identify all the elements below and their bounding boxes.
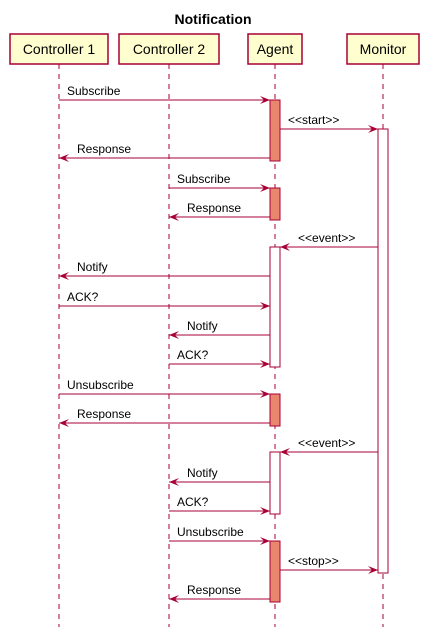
message-label: Response (77, 142, 131, 156)
arrow-head (59, 154, 69, 162)
arrow-head (368, 125, 378, 133)
message-label: Subscribe (67, 84, 121, 98)
participant-label: Agent (257, 41, 294, 57)
message-subscribe: Subscribe (59, 84, 270, 104)
participant-label: Controller 1 (23, 41, 96, 57)
message-label: <<event>> (298, 436, 355, 450)
arrow-head (169, 595, 179, 603)
participant-label: Controller 2 (133, 41, 206, 57)
message-ack: ACK? (59, 290, 270, 310)
diagram-title: Notification (175, 11, 252, 27)
participant-box (346, 33, 420, 65)
message-label: <<event>> (298, 231, 355, 245)
message-label: Subscribe (177, 172, 231, 186)
activation-bar (269, 451, 281, 515)
message-notify: Notify (59, 260, 270, 280)
activation-bar (269, 246, 281, 368)
activation-bar (269, 540, 281, 603)
message-label: <<stop>> (288, 554, 339, 568)
message-ack: ACK? (169, 495, 270, 515)
message-label: Response (187, 583, 241, 597)
message-label: <<start>> (288, 113, 339, 127)
arrow-head (260, 360, 270, 368)
arrow-head (260, 184, 270, 192)
activation-bar (269, 393, 281, 427)
participants: Controller 1 Controller 2 Agent Monitor (9, 33, 420, 65)
message-label: ACK? (177, 495, 209, 509)
arrow-head (260, 96, 270, 104)
message-label: Notify (187, 466, 218, 480)
participant-box (247, 33, 303, 65)
arrow-head (260, 537, 270, 545)
message-label: Unsubscribe (177, 525, 244, 539)
message-label: ACK? (177, 348, 209, 362)
message-label: Notify (77, 260, 108, 274)
message-stop: <<stop>> (280, 554, 378, 574)
arrow-head (368, 566, 378, 574)
message-unsubscribe: Unsubscribe (59, 378, 270, 398)
arrow-head (169, 478, 179, 486)
message-response: Response (169, 201, 270, 221)
arrow-head (59, 272, 69, 280)
message-response: Response (169, 583, 270, 603)
arrow-head (280, 243, 290, 251)
message-label: Response (77, 407, 131, 421)
message-label: Response (187, 201, 241, 215)
message-subscribe: Subscribe (169, 172, 270, 192)
arrow-head (260, 507, 270, 515)
arrow-head (59, 419, 69, 427)
message-event: <<event>> (280, 231, 378, 251)
message-response: Response (59, 407, 270, 427)
message-unsubscribe: Unsubscribe (169, 525, 270, 545)
message-label: ACK? (67, 290, 99, 304)
message-event: <<event>> (280, 436, 378, 456)
activation-bar (269, 99, 281, 162)
arrow-head (169, 213, 179, 221)
participant-controller-2: Controller 2 (118, 33, 220, 65)
arrow-head (260, 390, 270, 398)
participant-monitor: Monitor (346, 33, 420, 65)
participant-box (9, 33, 109, 65)
participant-agent: Agent (247, 33, 303, 65)
activations (269, 99, 389, 603)
message-notify: Notify (169, 466, 270, 486)
message-notify: Notify (169, 319, 270, 339)
messages: Subscribe<<start>>ResponseSubscribeRespo… (59, 84, 378, 603)
message-ack: ACK? (169, 348, 270, 368)
message-label: Unsubscribe (67, 378, 134, 392)
participant-controller-1: Controller 1 (9, 33, 109, 65)
activation-bar (269, 187, 281, 221)
message-start: <<start>> (280, 113, 378, 133)
participant-box (118, 33, 220, 65)
arrow-head (280, 448, 290, 456)
arrow-head (260, 302, 270, 310)
participant-label: Monitor (360, 41, 407, 57)
arrow-head (169, 331, 179, 339)
message-response: Response (59, 142, 270, 162)
message-label: Notify (187, 319, 218, 333)
activation-bar (377, 128, 389, 574)
